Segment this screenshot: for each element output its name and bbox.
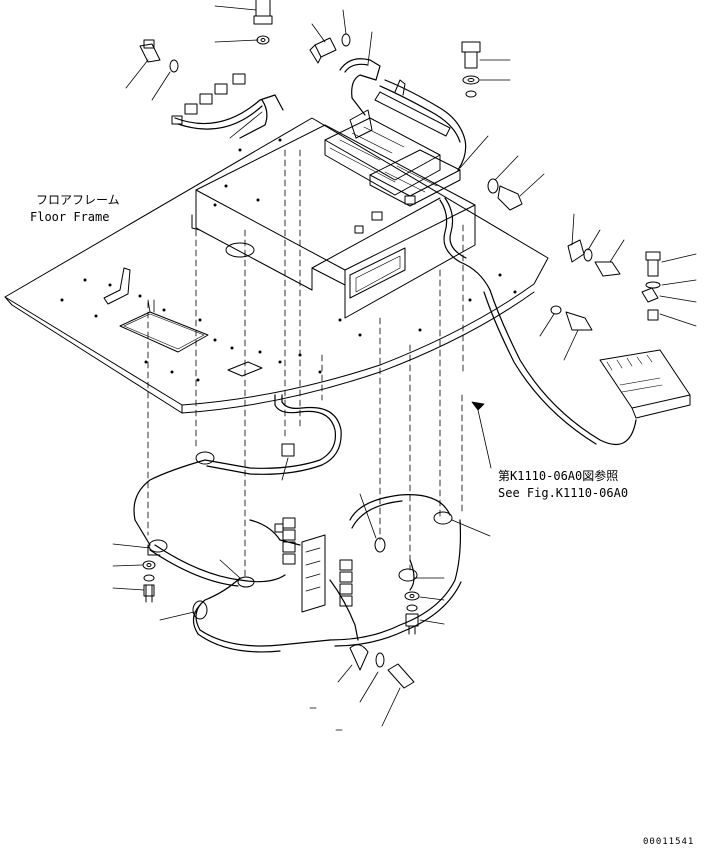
- lower-harness: [133, 394, 462, 653]
- floor-frame-label-jp: フロアフレーム: [36, 193, 120, 207]
- relay-blocks: [274, 517, 353, 613]
- bolts: [139, 0, 661, 689]
- clamps: [147, 443, 453, 671]
- upper-left-connectors: [171, 73, 416, 234]
- small-marks: [147, 299, 343, 731]
- routing-dashes: [147, 149, 464, 581]
- leader-lines: [112, 5, 697, 727]
- large-connector: [599, 349, 691, 419]
- upper-harness: [174, 58, 637, 445]
- floor-frame-plate: [4, 117, 549, 414]
- console-box: [191, 124, 476, 319]
- document-number: 00011541: [643, 837, 695, 847]
- controller-units: [324, 79, 461, 207]
- see-figure-label-en: See Fig.K1110-06A0: [498, 486, 629, 500]
- see-figure-label-jp: 第K1110-06A0図参照: [498, 469, 619, 483]
- floor-frame-label-en: Floor Frame: [30, 210, 110, 224]
